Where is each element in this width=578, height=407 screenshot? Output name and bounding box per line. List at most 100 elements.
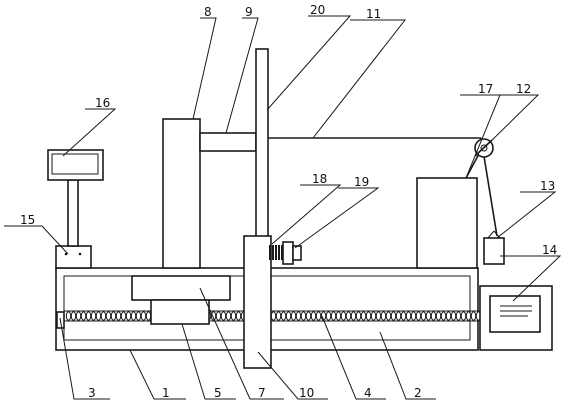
- thread-tooth: [365, 311, 372, 321]
- label-15: 15: [20, 213, 35, 227]
- thread-tooth: [290, 311, 297, 321]
- label-18: 18: [312, 172, 327, 186]
- display-post: [67, 179, 79, 247]
- thread-tooth: [225, 311, 232, 321]
- weight-hook: [487, 230, 495, 239]
- label-4: 4: [364, 386, 372, 400]
- leader-2: [379, 331, 436, 400]
- adjusting-knob: [292, 245, 302, 261]
- thread-tooth: [105, 311, 112, 321]
- thread-tooth: [120, 311, 127, 321]
- thread-tooth: [90, 311, 97, 321]
- thread-tooth: [425, 311, 432, 321]
- thread-tooth: [350, 311, 357, 321]
- label-2: 2: [414, 386, 422, 400]
- label-3: 3: [88, 386, 96, 400]
- label-8: 8: [204, 5, 212, 19]
- thread-tooth: [275, 311, 282, 321]
- spring-coil: [275, 245, 277, 260]
- thread-tooth: [135, 311, 142, 321]
- thread-tooth: [115, 311, 122, 321]
- label-7: 7: [258, 386, 266, 400]
- label-17: 17: [478, 82, 493, 96]
- thread-tooth: [395, 311, 402, 321]
- leader-19: [294, 187, 380, 249]
- spring-coil: [272, 245, 274, 260]
- leader-20: [266, 15, 352, 111]
- thread-tooth: [455, 311, 462, 321]
- thread-tooth: [420, 311, 427, 321]
- sliding-carriage: [243, 235, 272, 369]
- thread-tooth: [315, 311, 322, 321]
- label-11: 11: [366, 7, 381, 21]
- thread-tooth: [125, 311, 132, 321]
- thread-tooth: [310, 311, 317, 321]
- leader-9: [225, 17, 259, 134]
- thread-tooth: [280, 311, 287, 321]
- label-5: 5: [214, 386, 222, 400]
- controller-box: [55, 245, 92, 269]
- vertical-plate: [255, 48, 269, 269]
- thread-tooth: [220, 311, 227, 321]
- leader-lines: [4, 15, 562, 400]
- spring: [269, 245, 283, 260]
- thread-tooth: [345, 311, 352, 321]
- thread-tooth: [370, 311, 377, 321]
- thread-tooth: [145, 311, 152, 321]
- motor: [489, 295, 541, 333]
- thread-tooth: [100, 311, 107, 321]
- pulley-axle: [480, 144, 488, 152]
- thread-tooth: [210, 311, 217, 321]
- slider-top-block: [131, 275, 231, 301]
- counterweight: [483, 237, 505, 265]
- label-12: 12: [516, 82, 531, 96]
- thread-tooth: [95, 311, 102, 321]
- slider-nut: [150, 299, 210, 325]
- spring-coil: [281, 245, 283, 260]
- label-19: 19: [354, 175, 369, 189]
- thread-tooth: [445, 311, 452, 321]
- label-10: 10: [299, 386, 314, 400]
- thread-tooth: [435, 311, 442, 321]
- thread-tooth: [470, 311, 477, 321]
- thread-tooth: [75, 311, 82, 321]
- thread-tooth: [415, 311, 422, 321]
- thread-tooth: [110, 311, 117, 321]
- label-20: 20: [310, 3, 325, 17]
- leader-5: [181, 323, 236, 400]
- leader-16: [62, 108, 117, 157]
- label-1: 1: [162, 386, 170, 400]
- controller-dot: [78, 252, 82, 256]
- leader-12: [483, 94, 540, 149]
- thread-tooth: [80, 311, 87, 321]
- thread-tooth: [355, 311, 362, 321]
- leader-10: [257, 351, 328, 400]
- thread-tooth: [360, 311, 367, 321]
- leader-3: [59, 317, 110, 400]
- crossbeam: [199, 132, 257, 152]
- leader-15: [4, 225, 69, 255]
- leader-4: [321, 315, 386, 400]
- label-13: 13: [540, 179, 555, 193]
- thread-tooth: [410, 311, 417, 321]
- label-14: 14: [542, 243, 557, 257]
- thread-tooth: [375, 311, 382, 321]
- support-block: [416, 177, 478, 269]
- thread-tooth: [235, 311, 242, 321]
- thread-tooth: [460, 311, 467, 321]
- thread-tooth: [140, 311, 147, 321]
- thread-tooth: [230, 311, 237, 321]
- thread-tooth: [270, 311, 277, 321]
- leader-13: [496, 191, 557, 239]
- thread-tooth: [130, 311, 137, 321]
- thread-tooth: [295, 311, 302, 321]
- leader-17: [460, 94, 501, 179]
- thread-tooth: [70, 311, 77, 321]
- thread-tooth: [430, 311, 437, 321]
- thread-tooth: [330, 311, 337, 321]
- leader-8: [192, 17, 217, 120]
- thread-tooth: [380, 311, 387, 321]
- thread-tooth: [390, 311, 397, 321]
- spring-coil: [278, 245, 280, 260]
